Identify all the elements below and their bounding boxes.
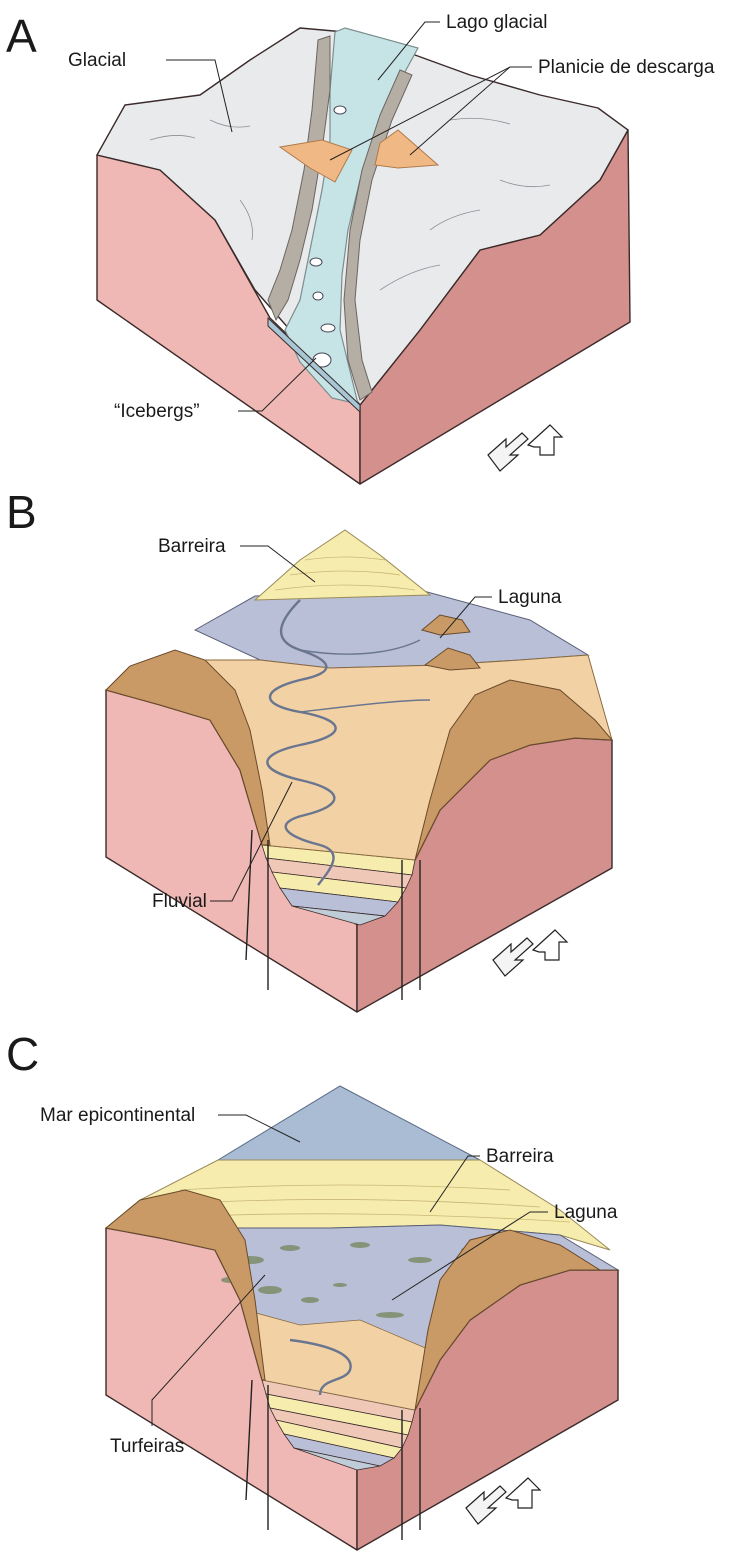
panel-a-letter: A <box>6 10 37 62</box>
label-turfeiras: Turfeiras <box>110 1436 184 1457</box>
label-laguna-c: Laguna <box>554 1202 618 1223</box>
panel-c-letter: C <box>6 1028 39 1080</box>
label-lago-glacial: Lago glacial <box>446 12 547 33</box>
epicontinental-sea <box>218 1086 480 1160</box>
label-barreira-b: Barreira <box>158 536 226 557</box>
panel-b-letter: B <box>6 486 37 538</box>
panel-c: C <box>6 1028 618 1550</box>
label-glacial: Glacial <box>68 50 126 71</box>
label-barreira-c: Barreira <box>486 1146 554 1167</box>
label-planicie: Planicie de descarga <box>538 57 715 78</box>
north-arrow-icon <box>493 930 567 976</box>
label-laguna-b: Laguna <box>498 587 562 608</box>
label-mar: Mar epicontinental <box>40 1105 195 1126</box>
label-fluvial: Fluvial <box>152 891 207 912</box>
label-icebergs: “Icebergs” <box>114 401 200 422</box>
north-arrow-icon <box>488 425 562 471</box>
north-arrow-icon <box>466 1478 540 1524</box>
panel-b: B <box>6 486 612 1012</box>
panel-a: A <box>6 10 715 484</box>
